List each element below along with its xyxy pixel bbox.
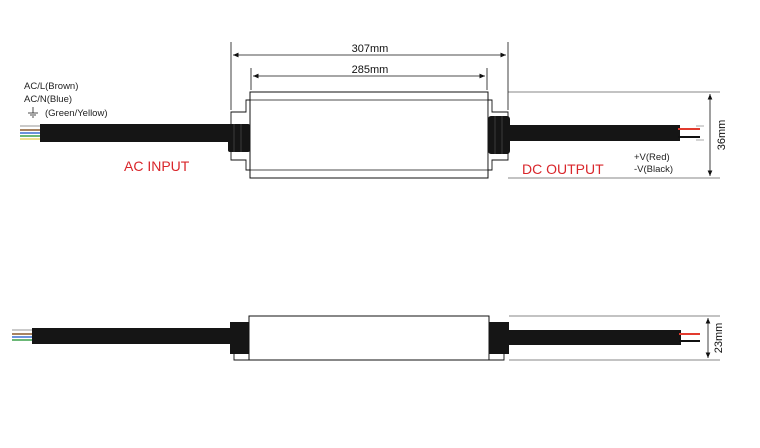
ac-l-label: AC/L(Brown) [24, 81, 78, 92]
dim-body-label: 285mm [352, 64, 389, 76]
dc-positive-label: +V(Red) [634, 152, 670, 163]
ground-icon [28, 107, 38, 118]
psu-body [249, 91, 489, 179]
dim-height-side: 23mm [509, 315, 725, 361]
dim-body: 285mm [250, 64, 488, 90]
side-left-gland [230, 322, 251, 361]
dim-height-top: 36mm [508, 91, 728, 179]
dim-overall-label: 307mm [352, 43, 389, 55]
side-ac-cable [12, 328, 232, 344]
dc-output-label: DC OUTPUT [522, 161, 604, 177]
right-mount-tab [487, 99, 510, 171]
top-view: 307mm 285mm AC/L(Brown) AC/N(Blue) [20, 42, 728, 179]
side-dc-cable [509, 330, 700, 345]
ac-n-label: AC/N(Blue) [24, 94, 72, 105]
dim-height-side-label: 23mm [713, 323, 725, 354]
dc-cable [508, 125, 704, 141]
ac-input-label: AC INPUT [124, 158, 190, 174]
ac-cable [20, 124, 232, 142]
dc-negative-label: -V(Black) [634, 164, 673, 175]
left-mount-tab [228, 99, 251, 171]
dim-overall: 307mm [230, 42, 509, 110]
ground-wire-label: (Green/Yellow) [45, 108, 107, 119]
side-view: 23mm [12, 315, 725, 361]
side-right-gland [488, 322, 509, 361]
side-psu-body [248, 315, 490, 361]
dim-height-top-label: 36mm [716, 120, 728, 151]
